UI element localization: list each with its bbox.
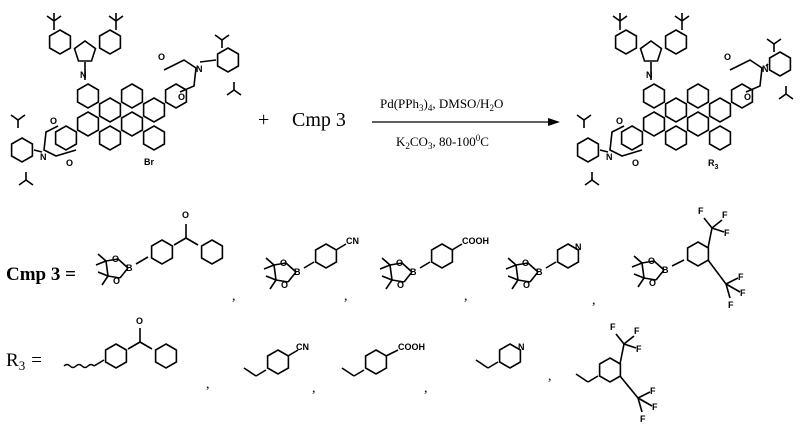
svg-text:O: O — [280, 258, 287, 268]
p-atom-N-imide-left: N — [606, 152, 613, 162]
svg-text:B: B — [662, 265, 669, 275]
atom-N-imide-right: N — [196, 64, 203, 74]
p-atom-N-carbazole: N — [646, 70, 653, 80]
svg-text:F: F — [724, 228, 730, 238]
p-atom-R3: R3 — [708, 158, 719, 171]
atom-N-carbazole: N — [80, 70, 87, 80]
p-atom-N-imide-right: N — [762, 64, 769, 74]
cmp3-pyridyl: B O O N , — [505, 242, 596, 308]
p-atom-O-3: O — [616, 116, 623, 126]
conditions-top: Pd(PPh3)4, DMSO/H2O — [380, 96, 503, 113]
r3-carboxy: COOH , — [341, 342, 428, 396]
svg-text:O: O — [523, 280, 530, 290]
cmp3-cyano: B O O CN , — [263, 236, 359, 304]
plus-sign: + — [258, 109, 269, 131]
reagent-label: Cmp 3 — [292, 109, 346, 131]
svg-text:O: O — [113, 276, 120, 286]
svg-text:O: O — [136, 316, 143, 326]
atom-O-1: O — [158, 52, 165, 62]
svg-text:,: , — [548, 369, 552, 384]
svg-text:COOH: COOH — [398, 342, 425, 352]
svg-text:COOH: COOH — [462, 236, 489, 246]
svg-text:F: F — [634, 326, 640, 336]
svg-text:,: , — [344, 289, 348, 304]
conditions-bottom: K2CO3, 80-1000C — [396, 133, 489, 151]
p-atom-O-2: O — [744, 92, 751, 102]
arrow-head — [548, 118, 560, 126]
r3-benzophenone: O , — [63, 316, 210, 392]
atom-O-4: O — [66, 158, 73, 168]
svg-text:F: F — [722, 210, 728, 220]
svg-text:O: O — [522, 258, 529, 268]
svg-text:F: F — [652, 402, 658, 412]
r3-cyano: CN , — [243, 342, 316, 396]
svg-text:CN: CN — [346, 236, 359, 246]
svg-text:O: O — [396, 258, 403, 268]
svg-text:F: F — [650, 386, 656, 396]
svg-text:,: , — [206, 377, 210, 392]
svg-text:F: F — [728, 300, 734, 310]
r3-label: R3= — [6, 350, 42, 373]
svg-text:F: F — [738, 272, 744, 282]
svg-text:O: O — [281, 280, 288, 290]
p-atom-O-1: O — [724, 52, 731, 62]
svg-text:O: O — [182, 210, 189, 220]
atom-O-2: O — [178, 92, 185, 102]
svg-text:N: N — [575, 242, 582, 252]
svg-text:CN: CN — [296, 342, 309, 352]
svg-text:,: , — [232, 289, 236, 304]
cmp3-label: Cmp 3 = — [6, 264, 76, 285]
p-atom-O-4: O — [632, 158, 639, 168]
svg-text:B: B — [410, 267, 417, 277]
svg-text:B: B — [126, 263, 133, 273]
svg-text:,: , — [312, 381, 316, 396]
svg-text:O: O — [397, 280, 404, 290]
svg-text:,: , — [464, 289, 468, 304]
cmp3-carboxy: B O O COOH , — [379, 236, 489, 304]
cmp3-benzophenone: B O O O , — [95, 210, 236, 304]
svg-text:B: B — [294, 267, 301, 277]
svg-text:O: O — [649, 278, 656, 288]
svg-text:,: , — [424, 381, 428, 396]
starting-material: N N O O N O O Br — [10, 12, 242, 186]
svg-text:N: N — [518, 342, 525, 352]
cmp3-bis-cf3: B O O F F F F F F — [631, 206, 746, 310]
svg-text:O: O — [648, 256, 655, 266]
atom-O-3: O — [50, 116, 57, 126]
svg-text:B: B — [536, 267, 543, 277]
r3-bis-cf3: F F F F F F — [575, 322, 658, 424]
svg-text:F: F — [610, 322, 616, 332]
atom-Br: Br — [144, 157, 154, 167]
svg-text:F: F — [740, 288, 746, 298]
svg-text:F: F — [698, 206, 704, 216]
svg-text:F: F — [640, 414, 646, 424]
product: N N O O N O O R3 — [576, 12, 794, 186]
svg-text:F: F — [636, 344, 642, 354]
svg-text:,: , — [592, 293, 596, 308]
atom-N-imide-left: N — [40, 152, 47, 162]
r3-pyridyl: N , — [475, 342, 552, 384]
svg-text:O: O — [112, 254, 119, 264]
